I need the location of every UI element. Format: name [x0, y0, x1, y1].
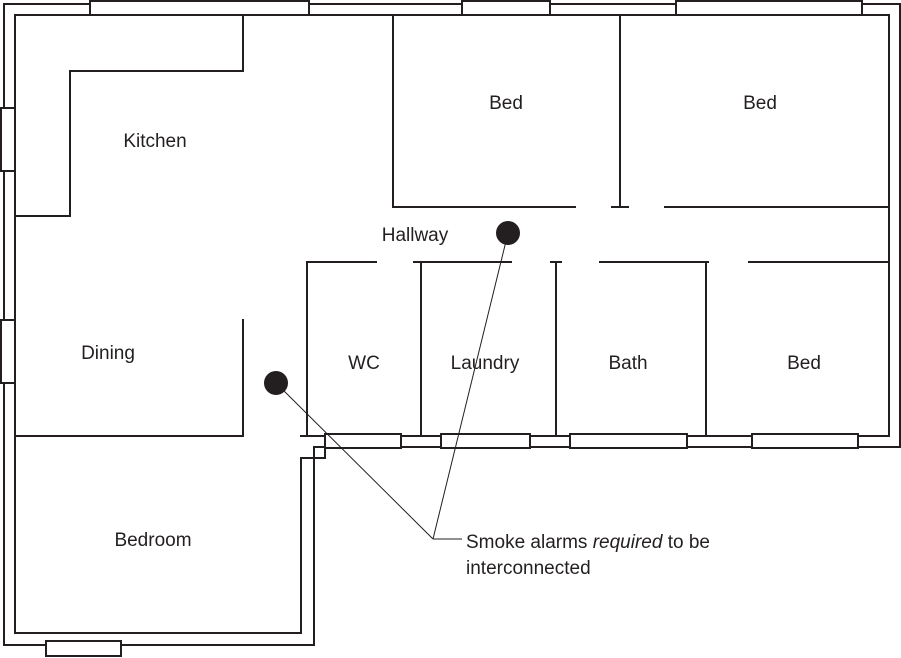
window	[569, 433, 688, 449]
outer-wall-outer-line	[3, 3, 901, 646]
leader-line-left	[275, 382, 434, 540]
room-label-wc: WC	[348, 353, 380, 374]
annotation-line-1: Smoke alarms required to be	[466, 532, 710, 553]
smoke-alarm-icon	[264, 371, 288, 395]
annotation-emphasis: required	[593, 532, 664, 553]
wc-walls	[306, 261, 377, 437]
windows	[0, 0, 863, 657]
room-label-laundry: Laundry	[451, 353, 520, 374]
room-label-hallway: Hallway	[382, 225, 449, 246]
room-labels: Kitchen Bed Bed Hallway Dining WC Laundr…	[81, 93, 821, 551]
annotation-prefix: Smoke alarms	[466, 532, 593, 553]
room-label-bath: Bath	[608, 353, 647, 374]
room-label-dining: Dining	[81, 343, 135, 364]
room-label-bed-1: Bed	[489, 93, 523, 114]
annotation: Smoke alarms required to be interconnect…	[466, 532, 710, 579]
window	[0, 319, 16, 384]
window	[0, 107, 16, 172]
window	[461, 0, 551, 16]
bed-1-walls	[392, 14, 576, 208]
window	[675, 0, 863, 16]
dining-wall	[14, 319, 244, 437]
leader-line-right	[432, 232, 509, 540]
room-label-bed-3: Bed	[787, 353, 821, 374]
window	[324, 433, 402, 449]
room-label-bed-2: Bed	[743, 93, 777, 114]
walls	[3, 3, 901, 646]
window	[440, 433, 531, 449]
annotation-suffix: to be	[662, 532, 710, 553]
annotation-line-2: interconnected	[466, 558, 591, 579]
leader-lines	[275, 232, 509, 540]
window	[751, 433, 859, 449]
smoke-alarm-icon	[496, 221, 520, 245]
window	[45, 640, 122, 657]
room-label-kitchen: Kitchen	[123, 131, 186, 152]
kitchen-bench	[14, 14, 244, 217]
outer-wall-inner-line	[14, 14, 890, 634]
smoke-alarms	[264, 221, 520, 395]
room-label-bedroom: Bedroom	[114, 530, 191, 551]
window	[89, 0, 310, 16]
